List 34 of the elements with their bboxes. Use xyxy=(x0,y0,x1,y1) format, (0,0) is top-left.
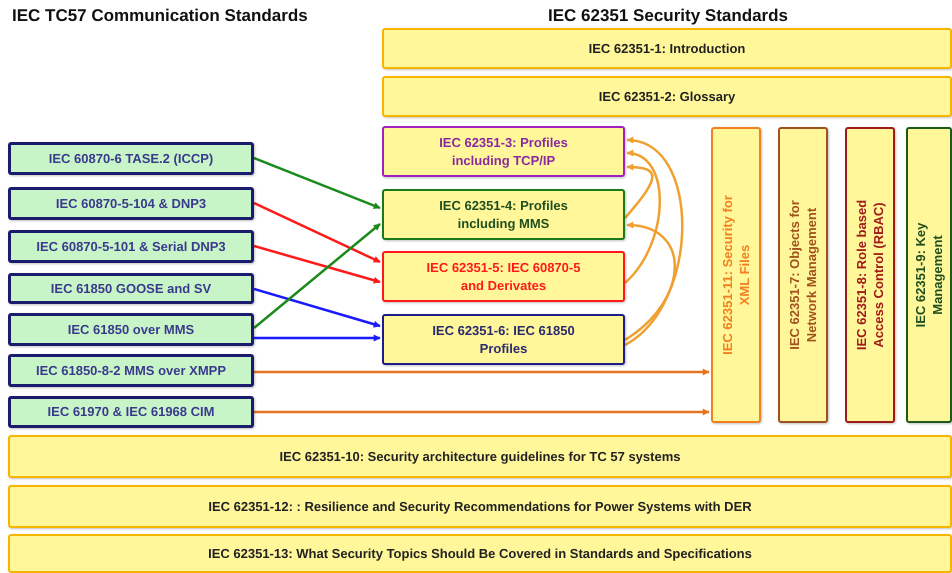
arrow xyxy=(624,164,654,219)
arrow xyxy=(253,223,381,329)
standard-box: IEC 62351-2: Glossary xyxy=(382,76,952,117)
arrow xyxy=(253,202,381,264)
standard-box: IEC 61850 GOOSE and SV xyxy=(8,273,254,304)
arrow xyxy=(624,222,676,342)
arrow xyxy=(624,138,684,346)
standard-box: IEC 62351-11: Security for XML Files xyxy=(711,127,761,423)
standard-box: IEC 60870-6 TASE.2 (ICCP) xyxy=(8,142,254,175)
standard-box: IEC 60870-5-104 & DNP3 xyxy=(8,187,254,220)
standard-box: IEC 62351-8: Role based Access Control (RBAC) xyxy=(845,127,895,423)
standard-box: IEC 62351-9: Key Management xyxy=(906,127,952,423)
standard-box: IEC 62351-1: Introduction xyxy=(382,28,952,69)
standard-box: IEC 61850 over MMS xyxy=(8,313,254,346)
standard-box: IEC 60870-5-101 & Serial DNP3 xyxy=(8,230,254,263)
standard-box: IEC 62351-12: : Resilience and Security Recommendations for Power Systems with DER xyxy=(8,485,952,528)
standard-box: IEC 62351-10: Security architecture guidelines for TC 57 systems xyxy=(8,435,952,478)
standard-box: IEC 61970 & IEC 61968 CIM xyxy=(8,396,254,428)
standard-box: IEC 61850-8-2 MMS over XMPP xyxy=(8,354,254,387)
arrow xyxy=(254,244,381,284)
standard-box: IEC 62351-4: Profiles including MMS xyxy=(382,189,625,240)
arrow xyxy=(254,288,381,328)
arrow xyxy=(254,156,381,210)
standard-box: IEC 62351-13: What Security Topics Should Be Covered in Standards and Specifications xyxy=(8,534,952,573)
arrow xyxy=(254,408,710,416)
standard-box: IEC 62351-3: Profiles including TCP/IP xyxy=(382,126,625,177)
arrow xyxy=(624,150,661,284)
section-heading: IEC 62351 Security Standards xyxy=(548,5,788,27)
arrow xyxy=(254,368,710,376)
standard-box: IEC 62351-6: IEC 61850 Profiles xyxy=(382,314,625,365)
section-heading: IEC TC57 Communication Standards xyxy=(12,5,308,27)
arrow xyxy=(254,334,381,342)
standard-box: IEC 62351-5: IEC 60870-5 and Derivates xyxy=(382,251,625,302)
standard-box: IEC 62351-7: Objects for Network Management xyxy=(778,127,828,423)
